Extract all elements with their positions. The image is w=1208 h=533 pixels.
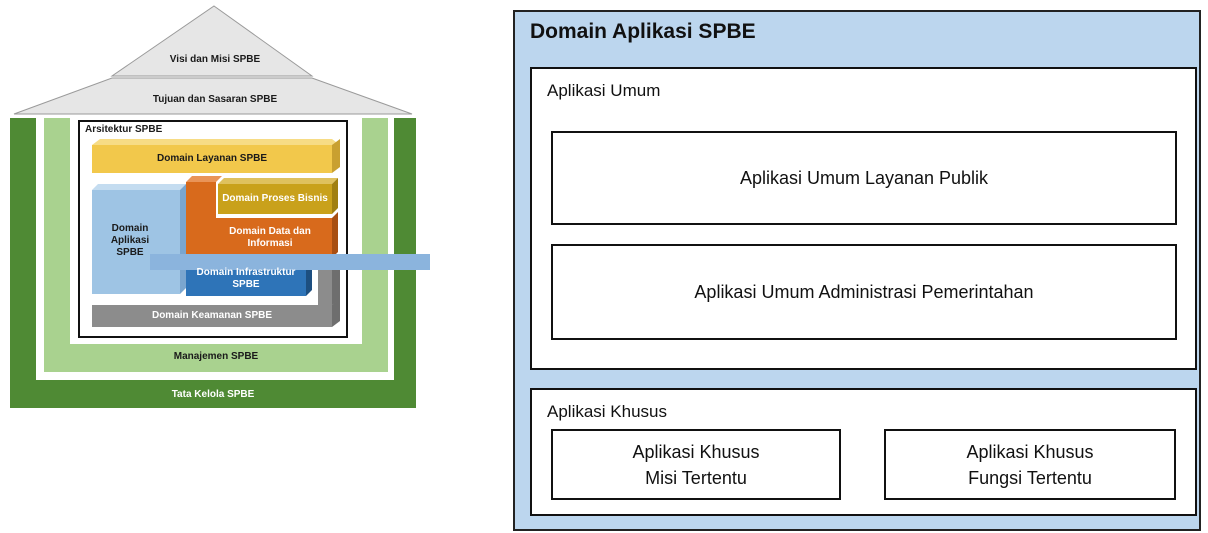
tata-kelola-label: Tata Kelola SPBE	[171, 389, 255, 400]
roof-visi-misi-label: Visi dan Misi SPBE	[169, 54, 261, 65]
fungsi-tertentu-line2: Fungsi Tertentu	[968, 467, 1092, 488]
keamanan-riser	[318, 260, 332, 306]
layanan-publik-box: Aplikasi Umum Layanan Publik	[551, 131, 1177, 225]
data-block	[186, 218, 332, 258]
administrasi-pemerintahan-box: Aplikasi Umum Administrasi Pemerintahan	[551, 244, 1177, 340]
roof-peak	[110, 5, 314, 77]
aplikasi-khusus-label: Aplikasi Khusus	[547, 402, 668, 421]
manajemen-label: Manajemen SPBE	[173, 351, 259, 362]
aplikasi-umum-label: Aplikasi Umum	[547, 81, 661, 100]
layanan-block-top	[92, 139, 340, 145]
house-roof	[13, 5, 413, 115]
domain-blocks	[92, 139, 430, 327]
layanan-label: Domain Layanan SPBE	[156, 153, 268, 164]
aplikasi-block-top	[92, 184, 186, 190]
orange-riser-top	[186, 176, 222, 182]
layanan-block	[92, 145, 332, 173]
data-block-side	[332, 212, 338, 258]
roof-base	[13, 77, 413, 115]
keamanan-label: Domain Keamanan SPBE	[151, 310, 273, 321]
proses-block-side	[332, 178, 338, 214]
proses-block-top	[218, 178, 338, 184]
fungsi-tertentu-box: Aplikasi Khusus Fungsi Tertentu	[884, 429, 1176, 500]
aplikasi-block-side	[180, 184, 186, 294]
misi-tertentu-box: Aplikasi Khusus Misi Tertentu	[551, 429, 841, 500]
misi-tertentu-line1: Aplikasi Khusus	[632, 441, 760, 462]
aplikasi-arrow	[150, 254, 430, 270]
fungsi-tertentu-line1: Aplikasi Khusus	[966, 441, 1094, 462]
proses-block	[218, 184, 332, 214]
keamanan-block	[92, 305, 332, 327]
roof-tujuan-sasaran-label: Tujuan dan Sasaran SPBE	[152, 94, 278, 105]
misi-tertentu-line2: Misi Tertentu	[645, 467, 747, 488]
keamanan-block-side	[332, 299, 340, 327]
aplikasi-block	[92, 190, 180, 294]
aplikasi-label: Domain Aplikasi SPBE	[110, 223, 150, 258]
data-label: Domain Data dan Informasi	[229, 226, 311, 249]
arsitektur-label: Arsitektur SPBE	[85, 124, 163, 135]
proses-label: Domain Proses Bisnis	[222, 193, 328, 204]
layanan-block-side	[332, 139, 340, 173]
infrastruktur-label: Domain Infrastruktur SPBE	[196, 267, 296, 290]
panel-title: Domain Aplikasi SPBE	[530, 20, 756, 43]
